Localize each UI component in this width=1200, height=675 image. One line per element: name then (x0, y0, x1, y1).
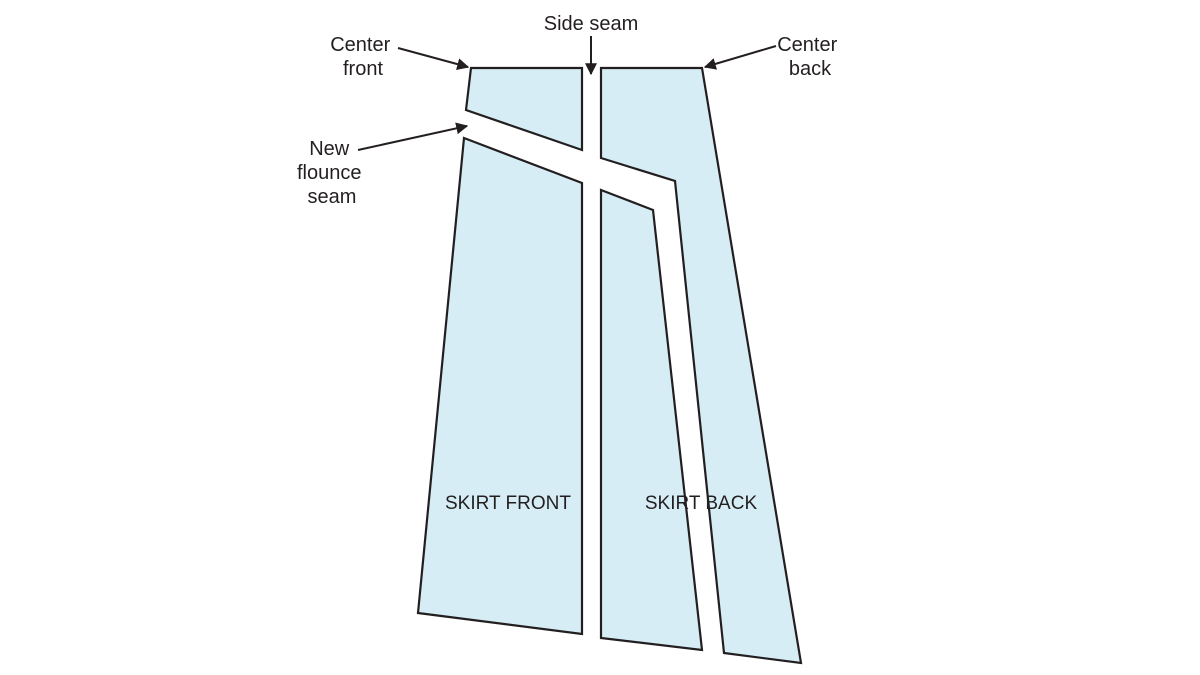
center-front-label: Center front (330, 34, 396, 80)
skirt-back-label: SKIRT BACK (645, 493, 758, 514)
callout-arrows (357, 36, 777, 151)
center-front-arrow (397, 47, 470, 70)
side-seam-label: Side seam (544, 13, 639, 35)
front-yoke-piece (464, 66, 584, 152)
new-flounce-seam-arrow (357, 122, 469, 151)
back-yoke-piece (599, 66, 803, 665)
skirt-front-piece (416, 136, 584, 636)
center-back-label: Center back (777, 34, 843, 80)
new-flounce-seam-label: New flounce seam (297, 138, 367, 208)
skirt-back-piece (599, 188, 704, 652)
pattern-pieces (416, 66, 803, 665)
skirt-front-label: SKIRT FRONT (445, 493, 571, 514)
center-back-arrow (703, 45, 777, 70)
